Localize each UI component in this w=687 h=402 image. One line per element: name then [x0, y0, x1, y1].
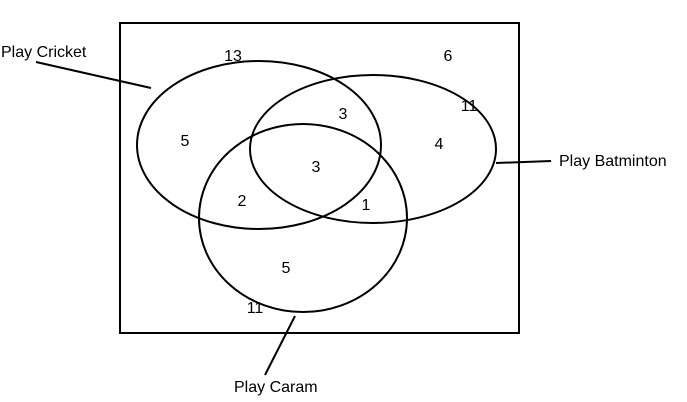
- cricket-badminton-count: 3: [339, 106, 348, 123]
- badminton-total: 11: [461, 98, 478, 115]
- cricket-caram-count: 2: [238, 193, 247, 210]
- cricket-set-ellipse: [136, 60, 382, 230]
- universal-set-rectangle: [119, 22, 520, 334]
- badminton-caram-count: 1: [362, 197, 371, 214]
- outside-count: 6: [444, 48, 453, 65]
- caram-only-count: 5: [282, 260, 291, 277]
- caram-set-ellipse: [198, 123, 408, 313]
- badminton-set-label: Play Batminton: [559, 153, 667, 170]
- badminton-only-count: 4: [435, 136, 444, 153]
- cricket-total: 13: [224, 48, 242, 65]
- badminton-leader-line: [495, 160, 552, 164]
- caram-total: 11: [247, 300, 264, 317]
- cricket-set-label: Play Cricket: [1, 44, 87, 61]
- caram-set-label: Play Caram: [234, 379, 318, 396]
- cricket-only-count: 5: [181, 133, 190, 150]
- badminton-set-ellipse: [249, 74, 497, 224]
- all-three-count: 3: [312, 159, 321, 176]
- caram-leader-line: [264, 315, 296, 376]
- cricket-leader-line: [35, 61, 152, 89]
